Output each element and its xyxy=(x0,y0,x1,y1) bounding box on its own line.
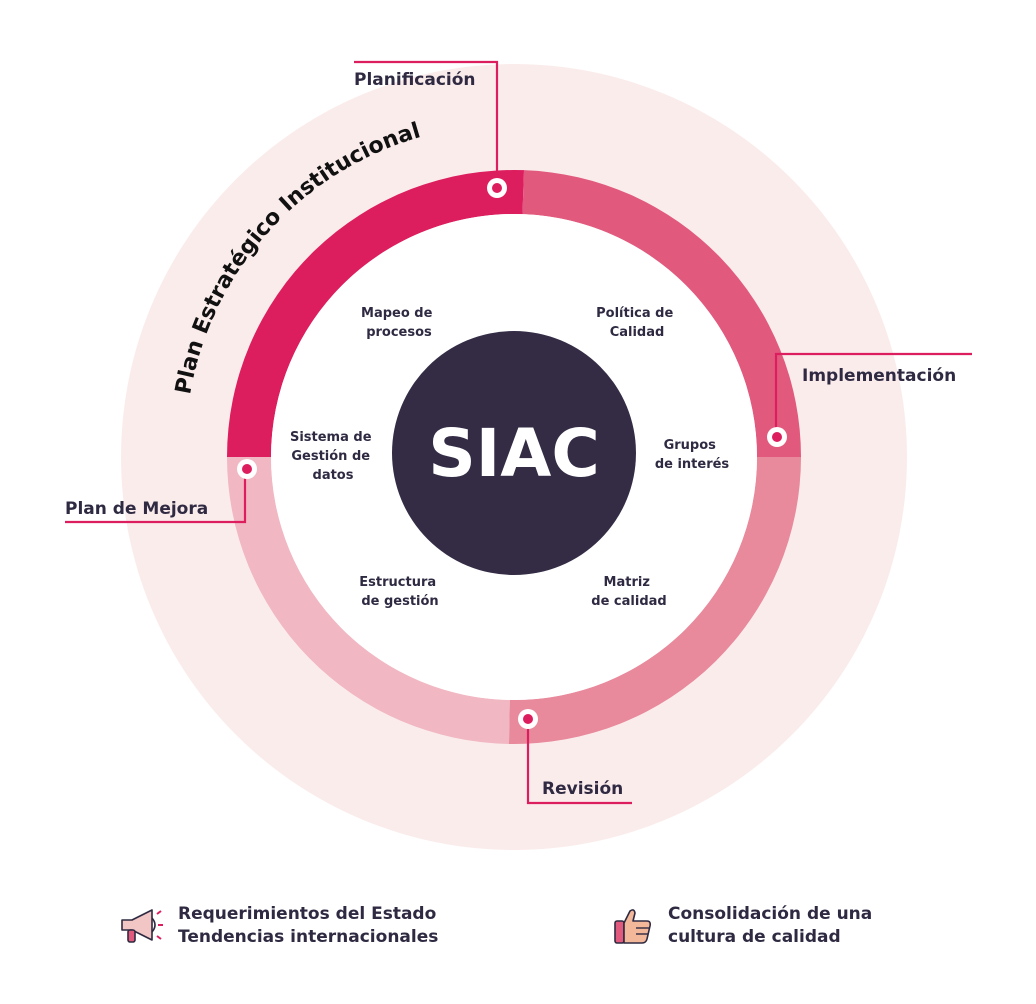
inner-item-sistema-line2: Gestión de xyxy=(291,449,370,464)
inner-item-mapeo-line1: Mapeo de xyxy=(361,306,433,321)
phase-markers xyxy=(237,178,787,729)
thumbs-up-icon xyxy=(614,909,651,944)
inner-item-matriz-line2: de calidad xyxy=(591,594,666,609)
revision-segment xyxy=(508,457,801,744)
megaphone-icon xyxy=(121,909,163,943)
center-disc xyxy=(392,331,636,575)
plan-mejora-segment xyxy=(227,457,510,744)
inner-item-grupos-line1: Grupos xyxy=(664,438,717,453)
revision-marker-dot xyxy=(523,714,533,724)
inner-item-sistema-line3: datos xyxy=(313,468,354,483)
callout-lines xyxy=(65,60,972,805)
phase-label-implementacion: Implementación xyxy=(802,366,956,386)
inner-item-matriz: Matriz de calidad xyxy=(591,575,666,609)
planificacion-marker-dot xyxy=(492,183,502,193)
inner-item-grupos-line2: de interés xyxy=(655,457,730,472)
footer-right-line1: Consolidación de una xyxy=(668,904,873,924)
center-label: SIAC xyxy=(428,415,600,492)
planificacion-segment xyxy=(227,170,525,457)
plan-mejora-marker-dot xyxy=(242,464,252,474)
planificacion-callout xyxy=(354,60,499,180)
inner-item-grupos: Grupos de interés xyxy=(655,438,730,472)
implementacion-callout xyxy=(774,352,972,428)
footer-item-requerimientos: Requerimientos del Estado Tendencias int… xyxy=(118,903,438,949)
phase-label-planificacion: Planificación xyxy=(354,70,476,90)
phase-label-revision: Revisión xyxy=(542,779,623,799)
inner-item-mapeo: Mapeo de procesos xyxy=(361,306,437,340)
inner-item-matriz-line1: Matriz xyxy=(604,575,650,590)
inner-item-mapeo-line2: procesos xyxy=(366,325,432,340)
inner-item-sistema: Sistema de Gestión de datos xyxy=(290,430,376,483)
phase-label-plan-mejora: Plan de Mejora xyxy=(65,499,208,519)
footer-item-consolidacion: Consolidación de una cultura de calidad xyxy=(612,903,872,949)
inner-item-estructura: Estructura de gestión xyxy=(359,575,440,609)
footer-right-line2: cultura de calidad xyxy=(668,927,841,947)
inner-item-estructura-line1: Estructura xyxy=(359,575,436,590)
plan-mejora-callout xyxy=(65,478,247,524)
inner-item-estructura-line2: de gestión xyxy=(361,594,438,609)
revision-callout xyxy=(526,728,632,805)
inner-item-sistema-line1: Sistema de xyxy=(290,430,372,445)
footer-left-line2: Tendencias internacionales xyxy=(178,927,439,947)
implementacion-marker-dot xyxy=(772,432,782,442)
inner-item-politica-line2: Calidad xyxy=(610,325,665,340)
footer-left-line1: Requerimientos del Estado xyxy=(178,904,437,924)
footer-text-requerimientos: Requerimientos del Estado Tendencias int… xyxy=(178,903,438,949)
inner-item-politica-line1: Política de xyxy=(596,306,673,321)
inner-item-politica: Política de Calidad xyxy=(596,306,678,340)
footer-text-consolidacion: Consolidación de una cultura de calidad xyxy=(668,903,872,949)
